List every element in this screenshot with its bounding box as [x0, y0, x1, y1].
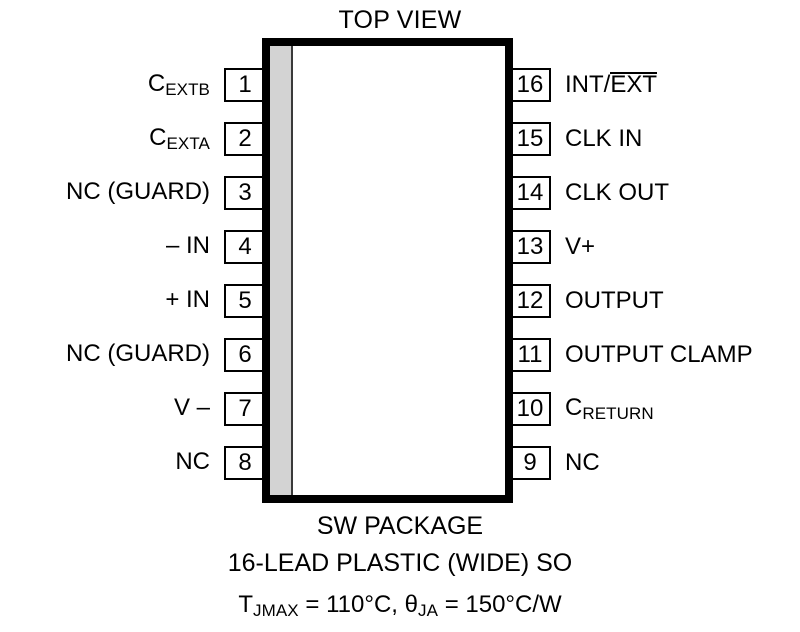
pin-row-1: CEXTB 1: [0, 68, 266, 102]
pin-row-5: + IN 5: [0, 284, 266, 318]
pin-row-13: 13 V+: [509, 230, 800, 264]
pin-label-15: CLK IN: [565, 125, 643, 152]
pin-label-11: OUTPUT CLAMP: [565, 341, 753, 368]
pin-label-7: V –: [173, 394, 210, 421]
pin-number-box-7: 7: [224, 392, 266, 426]
pin-number-box-8: 8: [224, 446, 266, 480]
pin-number-box-2: 2: [224, 122, 266, 156]
pin-number-box-11: 11: [509, 338, 551, 372]
top-view-title: TOP VIEW: [338, 6, 462, 34]
pin-number-box-12: 12: [509, 284, 551, 318]
pin-row-7: V – 7: [0, 392, 266, 426]
pin-label-2: CEXTA: [149, 124, 210, 154]
pin-label-1: CEXTB: [147, 70, 210, 100]
pin-row-8: NC 8: [0, 446, 266, 480]
pin-row-16: 16 INT/EXT: [509, 68, 800, 102]
pin-number-box-1: 1: [224, 68, 266, 102]
pin-label-6: NC (GUARD): [66, 340, 210, 367]
pin-number-box-6: 6: [224, 338, 266, 372]
pin-row-11: 11 OUTPUT CLAMP: [509, 338, 800, 372]
pin-label-12: OUTPUT: [565, 287, 664, 314]
pin-number-box-13: 13: [509, 230, 551, 264]
pin-label-3: NC (GUARD): [66, 178, 210, 205]
pin-row-2: CEXTA 2: [0, 122, 266, 156]
pin-label-10: CRETURN: [565, 394, 654, 424]
pin-row-14: 14 CLK OUT: [509, 176, 800, 210]
guard-band-stripe: [270, 46, 293, 495]
pin-label-4: – IN: [165, 232, 210, 259]
pin-row-4: – IN 4: [0, 230, 266, 264]
package-name-caption: SW PACKAGE: [316, 512, 484, 540]
pin-label-9: NC: [565, 449, 600, 476]
overline-ext: EXT: [610, 71, 658, 98]
pin-row-6: NC (GUARD) 6: [0, 338, 266, 372]
pin-row-10: 10 CRETURN: [509, 392, 800, 426]
pin-row-12: 12 OUTPUT: [509, 284, 800, 318]
pin-row-9: 9 NC: [509, 446, 800, 480]
pin-number-box-14: 14: [509, 176, 551, 210]
chip-body-outline: [262, 38, 513, 503]
pin-number-box-16: 16: [509, 68, 551, 102]
pin-label-14: CLK OUT: [565, 179, 670, 206]
pin-number-box-5: 5: [224, 284, 266, 318]
package-description-caption: 16-LEAD PLASTIC (WIDE) SO: [227, 549, 573, 577]
pin-row-15: 15 CLK IN: [509, 122, 800, 156]
pin-label-5: + IN: [165, 286, 210, 313]
pin-number-box-10: 10: [509, 392, 551, 426]
pin-number-box-9: 9: [509, 446, 551, 480]
pin-row-3: NC (GUARD) 3: [0, 176, 266, 210]
pin-number-box-3: 3: [224, 176, 266, 210]
pin-label-16: INT/EXT: [565, 71, 658, 98]
pin-number-box-15: 15: [509, 122, 551, 156]
thermal-spec-caption: TJMAX = 110°C, θJA = 150°C/W: [238, 591, 562, 620]
pin-label-13: V+: [565, 233, 596, 260]
pin-label-8: NC: [175, 448, 210, 475]
pin-number-box-4: 4: [224, 230, 266, 264]
